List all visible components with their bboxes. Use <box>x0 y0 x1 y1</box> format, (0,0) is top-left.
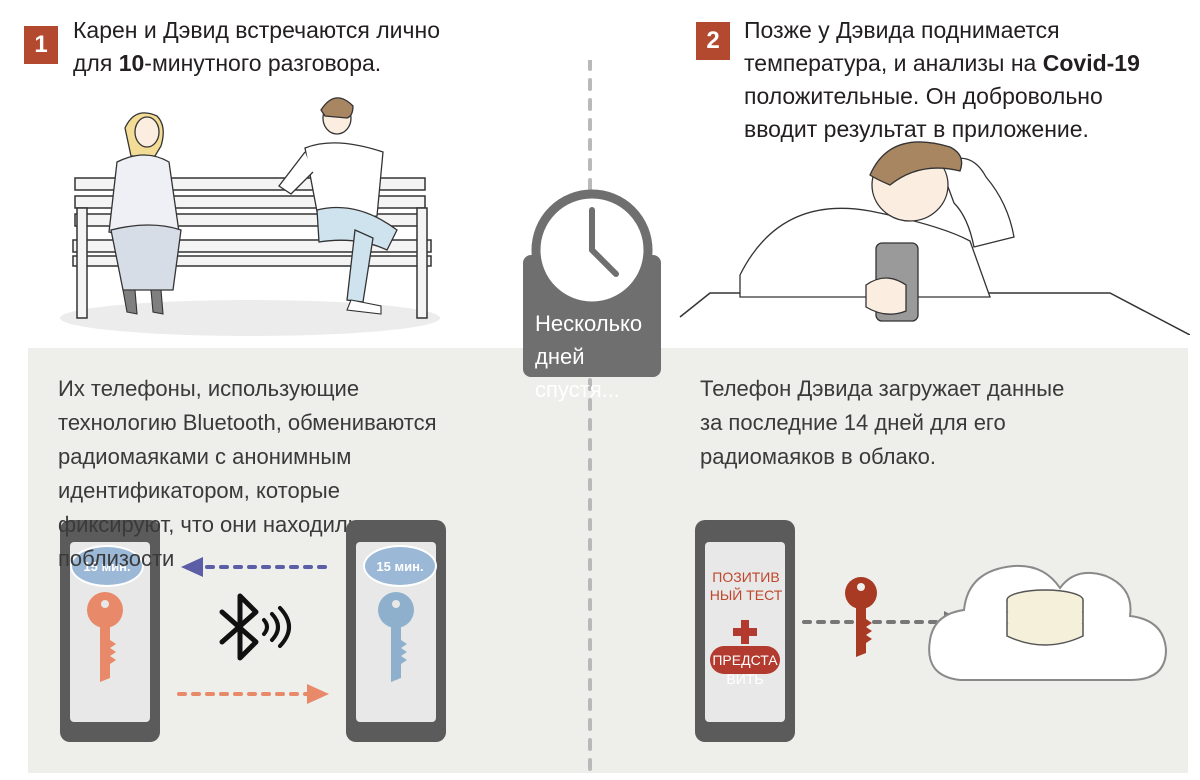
right-description: Телефон Дэвида загружает данные за после… <box>700 372 1170 474</box>
cloud-icon <box>928 564 1168 681</box>
time-badge: 15 мин. <box>363 545 437 587</box>
arrow-right <box>177 684 329 704</box>
clock-label-line-1: Несколько <box>535 311 643 336</box>
plus-icon <box>733 620 757 644</box>
step-1-line-1: Карен и Дэвид встречаются лично <box>73 17 440 43</box>
bottom-panel <box>28 348 1188 773</box>
left-description-continued: фиксируют, что они находились поблизости <box>58 508 528 576</box>
right-description-line: Телефон Дэвида загружает данные <box>700 376 1065 401</box>
arrow-left <box>181 557 327 577</box>
clock-icon <box>531 189 653 311</box>
step-1-line-2: для 10-минутного разговора. <box>73 50 382 76</box>
step-2-badge: 2 <box>696 22 730 60</box>
left-description-line: идентификатором, которые <box>58 478 340 503</box>
left-description: Их телефоны, использующие технологию Blu… <box>58 372 528 508</box>
submit-button-line-2: ВИТЬ <box>726 671 764 687</box>
step-2-line-4: вводит результат в приложение. <box>744 116 1089 142</box>
clock-label-line-3: спустя... <box>535 377 620 402</box>
key-icon <box>845 577 877 657</box>
clock-label-line-2: дней <box>535 344 585 369</box>
submit-button[interactable]: ПРЕДСТА <box>710 646 780 674</box>
step-2-line-1: Позже у Дэвида поднимается <box>744 17 1060 43</box>
step-2-text: Позже у Дэвида поднимается температура, … <box>744 14 1184 146</box>
left-description-line: поблизости <box>58 546 175 571</box>
positive-test-label: ПОЗИТИВ НЫЙ ТЕСТ <box>705 568 787 604</box>
step-2-line-3: положительные. Он добровольно <box>744 83 1103 109</box>
left-description-line: Их телефоны, использующие <box>58 376 360 401</box>
david-illustration <box>679 141 1190 335</box>
positive-test-line-2: НЫЙ ТЕСТ <box>709 587 783 603</box>
left-description-line: фиксируют, что они находились <box>58 512 383 537</box>
step-1-text: Карен и Дэвид встречаются лично для 10-м… <box>73 14 513 80</box>
key-icon <box>378 592 414 682</box>
positive-test-line-1: ПОЗИТИВ <box>712 569 780 585</box>
clock-label: Несколько дней спустя... <box>535 307 665 406</box>
left-description-line: радиомаяками с анонимным <box>58 444 352 469</box>
database-icon <box>1006 589 1084 646</box>
divider-line <box>588 60 592 775</box>
time-badge: 15 мин. <box>70 545 144 587</box>
right-description-line: за последние 14 дней для его <box>700 410 1006 435</box>
bluetooth-icon <box>219 593 291 661</box>
step-1-badge: 1 <box>24 26 58 64</box>
key-icon <box>87 592 123 682</box>
left-description-line: технологию Bluetooth, обмениваются <box>58 410 437 435</box>
right-description-line: радиомаяков в облако. <box>700 444 936 469</box>
bench-illustration <box>60 97 440 336</box>
step-2-line-2: температура, и анализы на Covid-19 <box>744 50 1140 76</box>
